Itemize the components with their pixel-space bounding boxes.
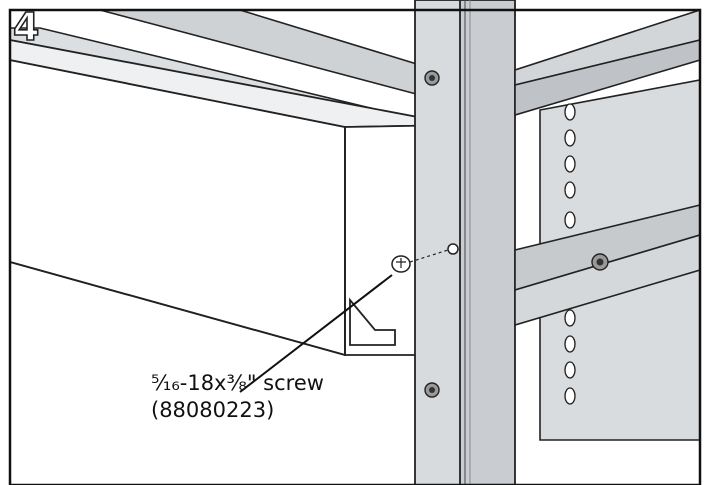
part-number-label: (88080223): [151, 398, 275, 422]
screw: [391, 243, 459, 273]
frame-border: [8, 8, 702, 485]
upright-post: [414, 0, 516, 485]
screw-size-label: ⁵⁄₁₆-18x³⁄₈" screw: [151, 371, 324, 395]
callout-leader: [239, 274, 393, 393]
right-shelf: [514, 8, 701, 441]
screw-callout: ⁵⁄₁₆-18x³⁄₈" screw (88080223): [151, 370, 324, 424]
step-number: 4: [12, 5, 40, 49]
slot-holes: [564, 103, 576, 405]
